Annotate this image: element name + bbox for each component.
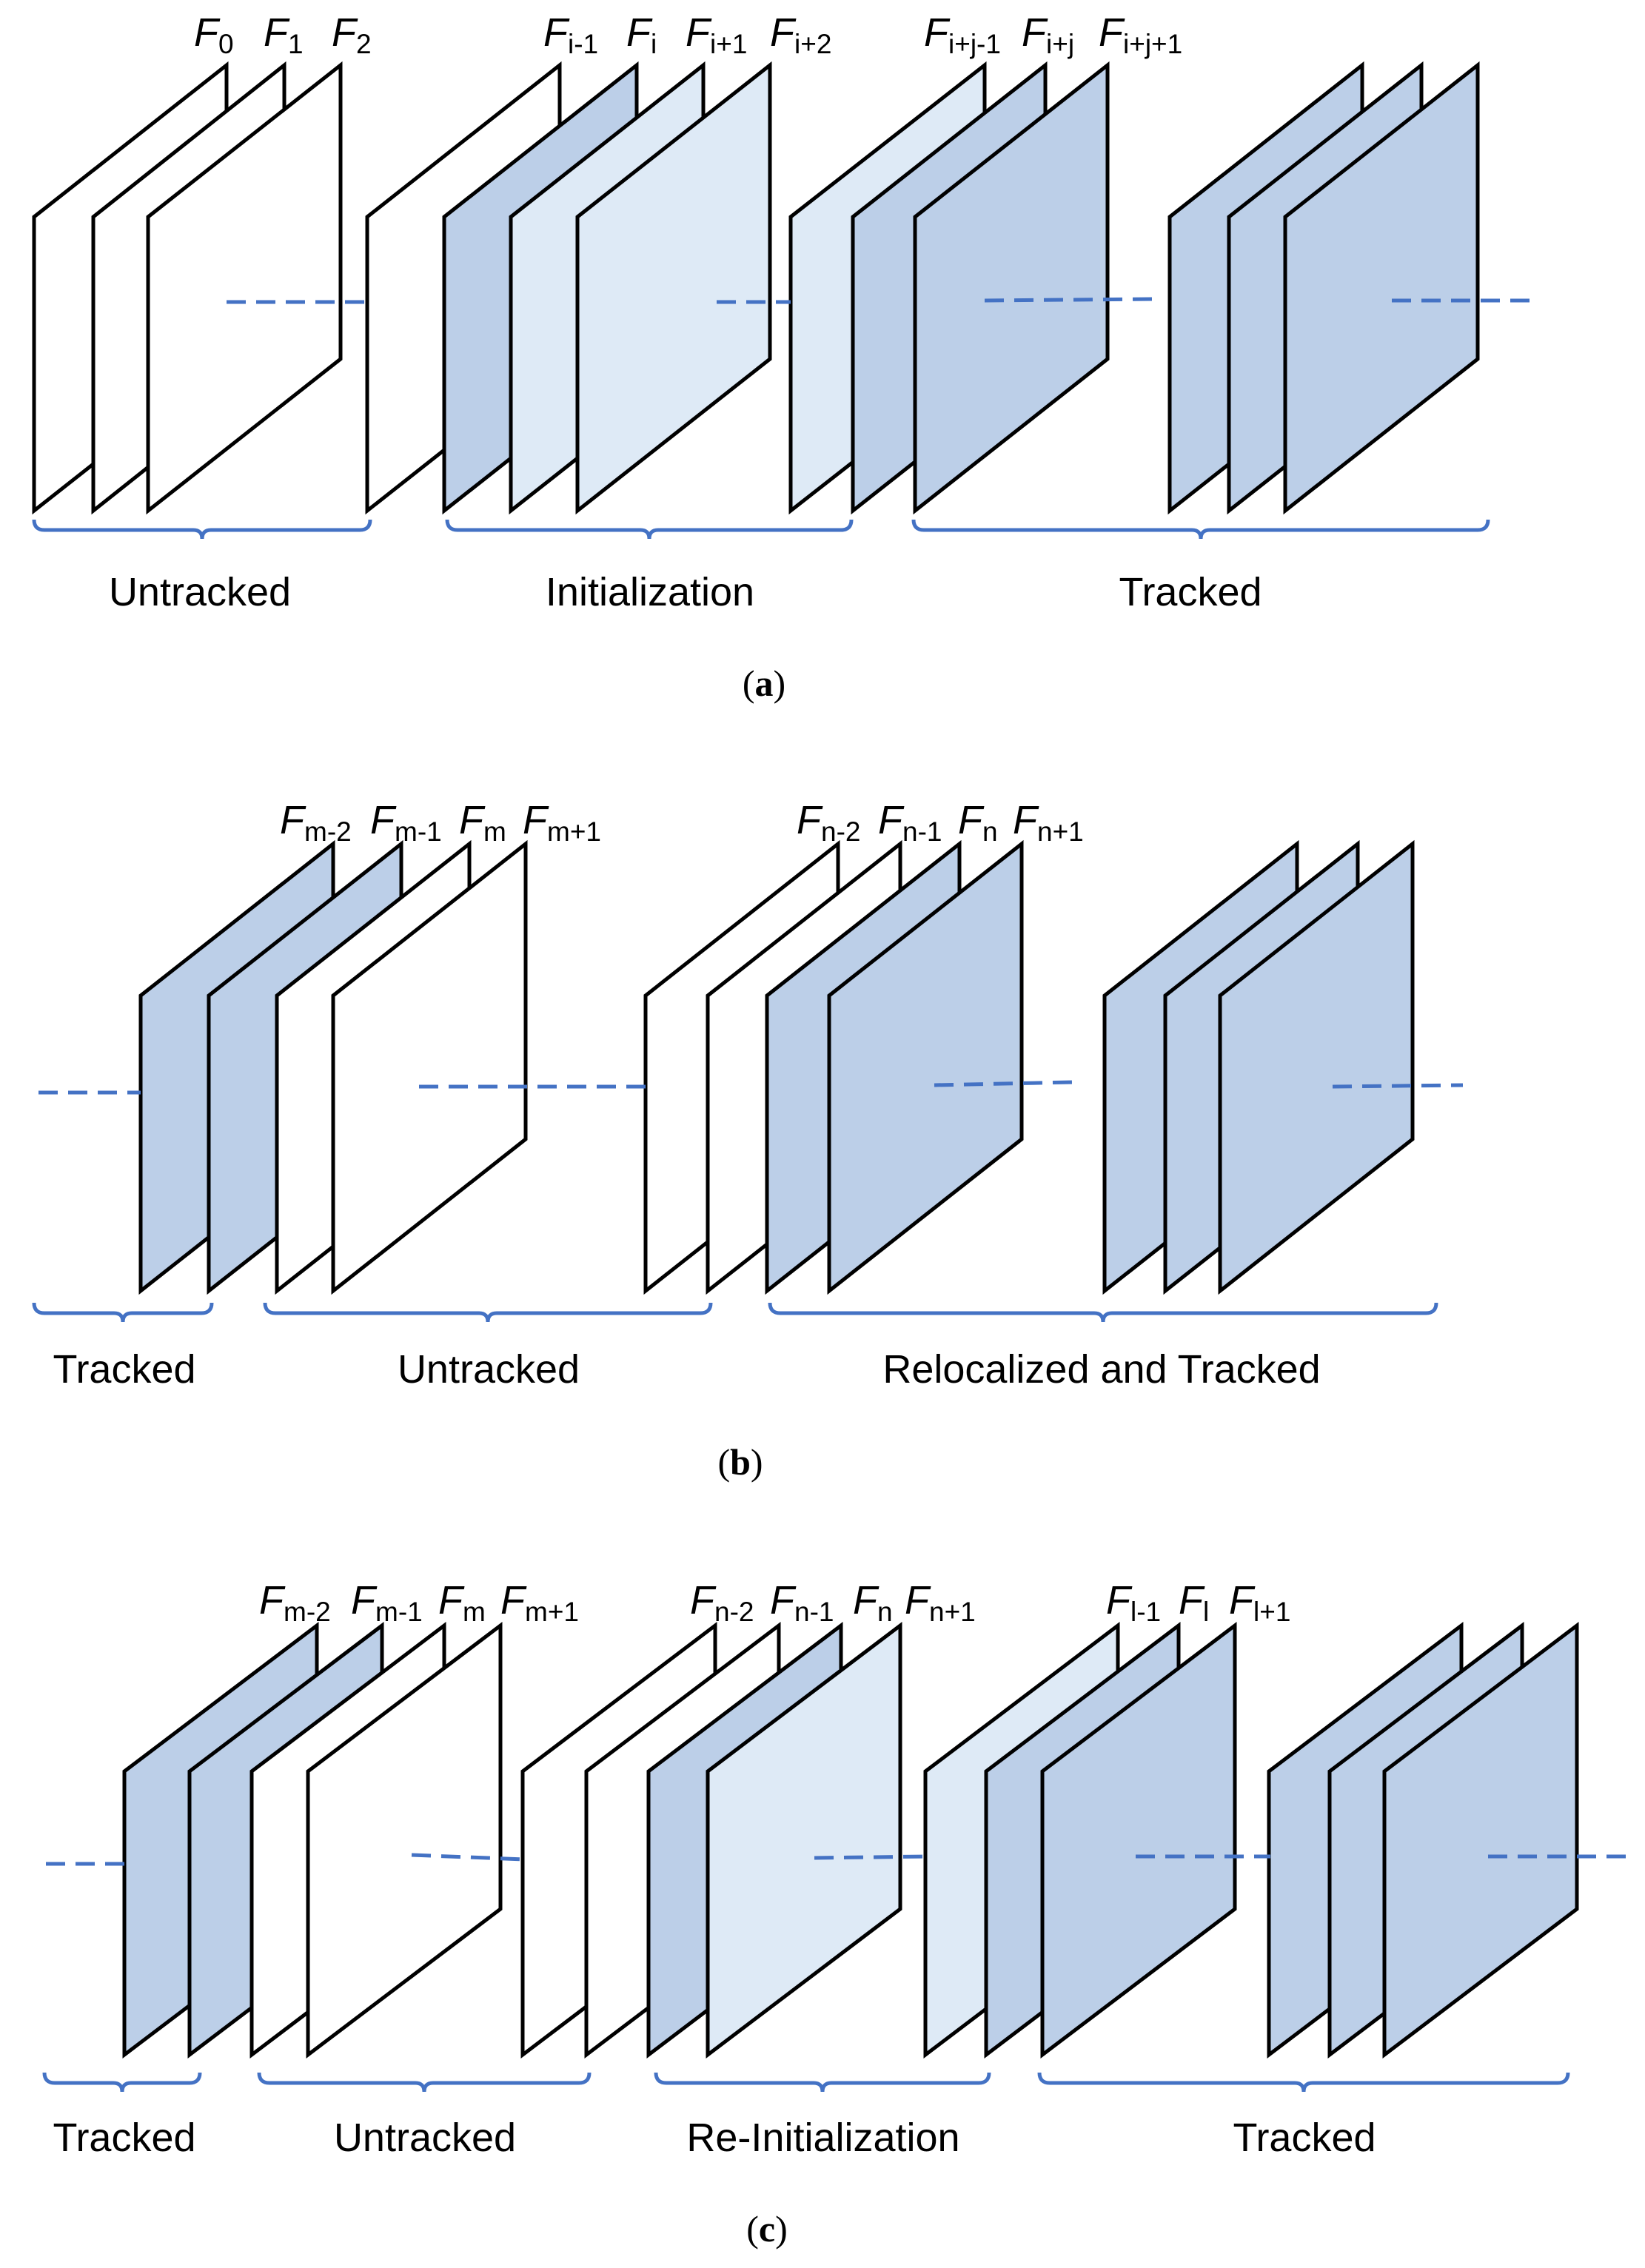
frame-plane: [575, 61, 772, 515]
panel-caption: (a): [743, 662, 785, 704]
frame-label: Fm-1: [370, 798, 442, 847]
frame-plane: [706, 1621, 902, 2059]
frame-plane: [1283, 61, 1480, 515]
frame-label: F1: [264, 10, 304, 59]
sequence-dashed-line: [814, 1854, 928, 1860]
frame-plane: [827, 839, 1024, 1295]
group-label: Initialization: [546, 570, 754, 614]
group-brace: [654, 2072, 991, 2093]
frame-label: F2: [332, 10, 372, 59]
group-brace: [263, 1302, 713, 1323]
group-label: Tracked: [53, 1347, 195, 1392]
sequence-dashed-line: [1332, 1083, 1464, 1089]
frame-plane: [1382, 1621, 1579, 2059]
frame-label: Fi+1: [686, 10, 747, 59]
frame-label: Fi: [626, 10, 657, 59]
frame-plane: [1218, 839, 1415, 1295]
frame-plane: [306, 1621, 503, 2059]
group-label: Untracked: [398, 1347, 580, 1392]
frame-label: Fn-1: [770, 1578, 834, 1627]
frame-plane: [913, 61, 1110, 515]
group-brace: [768, 1302, 1438, 1323]
frame-label: Fn+1: [1013, 798, 1084, 847]
group-brace: [1037, 2072, 1570, 2093]
panel-caption: (b): [717, 1441, 763, 1483]
group-brace: [911, 519, 1490, 540]
frame-label: Fm: [438, 1578, 486, 1627]
group-brace: [32, 519, 372, 540]
frame-label: Fl+1: [1229, 1578, 1290, 1627]
group-brace: [445, 519, 854, 540]
frame-label: Fn-1: [878, 798, 942, 847]
sequence-dashed-line: [934, 1080, 1073, 1087]
group-brace: [257, 2072, 592, 2093]
frame-label: Fn+1: [905, 1578, 976, 1627]
frame-label: Fm: [459, 798, 506, 847]
panel-caption: (c): [746, 2208, 788, 2249]
frame-label: Fm-1: [351, 1578, 423, 1627]
frame-label: Fm+1: [500, 1578, 579, 1627]
frame-label: Fn-2: [797, 798, 860, 847]
frame-label: Fi+j: [1022, 10, 1074, 59]
frame-plane: [146, 61, 343, 515]
group-label: Tracked: [1119, 570, 1262, 614]
frame-label: Fl: [1179, 1578, 1209, 1627]
frame-label: Fn: [853, 1578, 893, 1627]
group-label: Re-Initialization: [686, 2116, 959, 2160]
group-brace: [32, 1302, 214, 1323]
group-label: Relocalized and Tracked: [882, 1347, 1320, 1392]
frame-plane: [1040, 1621, 1237, 2059]
frame-label: F0: [194, 10, 234, 59]
group-label: Tracked: [1233, 2116, 1376, 2160]
group-label: Untracked: [109, 570, 291, 614]
panel-a: F0 F1 F2 Fi-1 Fi Fi+1 Fi+2 Fi+j-1 Fi+j Fi+j+1Untr…: [32, 10, 1531, 704]
frame-label: Fi+2: [770, 10, 831, 59]
frame-label: Fm-2: [280, 798, 352, 847]
frame-label: Fi+j-1: [924, 10, 1001, 59]
frame-plane: [331, 839, 528, 1295]
frame-label: Fm+1: [523, 798, 601, 847]
group-label: Untracked: [334, 2116, 516, 2160]
frame-label: Fi+j+1: [1099, 10, 1182, 59]
sequence-dashed-line: [411, 1853, 525, 1862]
frame-label: Fn: [958, 798, 998, 847]
group-brace: [42, 2072, 202, 2093]
group-label: Tracked: [53, 2116, 195, 2160]
frame-label: Fi-1: [543, 10, 598, 59]
frame-label: Fm-2: [259, 1578, 331, 1627]
frame-label: Fn-2: [690, 1578, 754, 1627]
frame-label: Fl-1: [1106, 1578, 1161, 1627]
